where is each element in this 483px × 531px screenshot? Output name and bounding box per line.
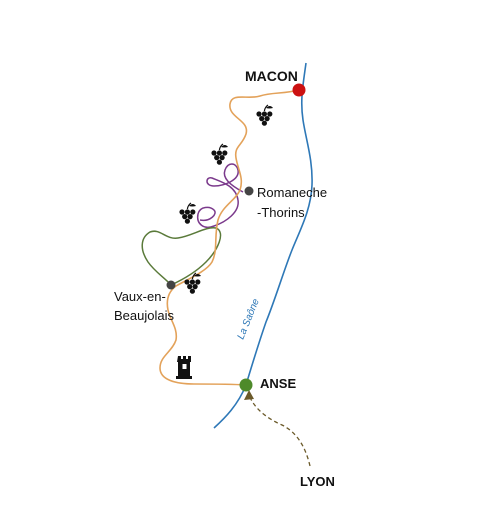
grapes-icon xyxy=(178,202,197,225)
vaux-label-2: Beaujolais xyxy=(114,308,174,323)
lyon-label: LYON xyxy=(300,474,335,489)
macon-label: MACON xyxy=(245,68,298,84)
anse-label: ANSE xyxy=(260,376,296,391)
romaneche-marker xyxy=(244,186,254,196)
lyon-path xyxy=(248,394,311,467)
romaneche-label-2: -Thorins xyxy=(257,205,305,220)
river-label: La Saône xyxy=(236,297,262,341)
vaux-label: Vaux-en- xyxy=(114,289,166,304)
green-route xyxy=(141,227,222,286)
anse-marker xyxy=(239,378,253,392)
grapes-icon xyxy=(255,104,274,127)
romaneche-label: Romaneche xyxy=(257,185,327,200)
purple-route xyxy=(196,163,244,228)
vaux-marker xyxy=(166,280,176,290)
grapes-icon xyxy=(210,143,229,166)
castle-icon xyxy=(176,356,192,379)
arrowhead-icon xyxy=(244,390,254,400)
macon-marker xyxy=(292,83,306,97)
main-route xyxy=(159,89,299,386)
